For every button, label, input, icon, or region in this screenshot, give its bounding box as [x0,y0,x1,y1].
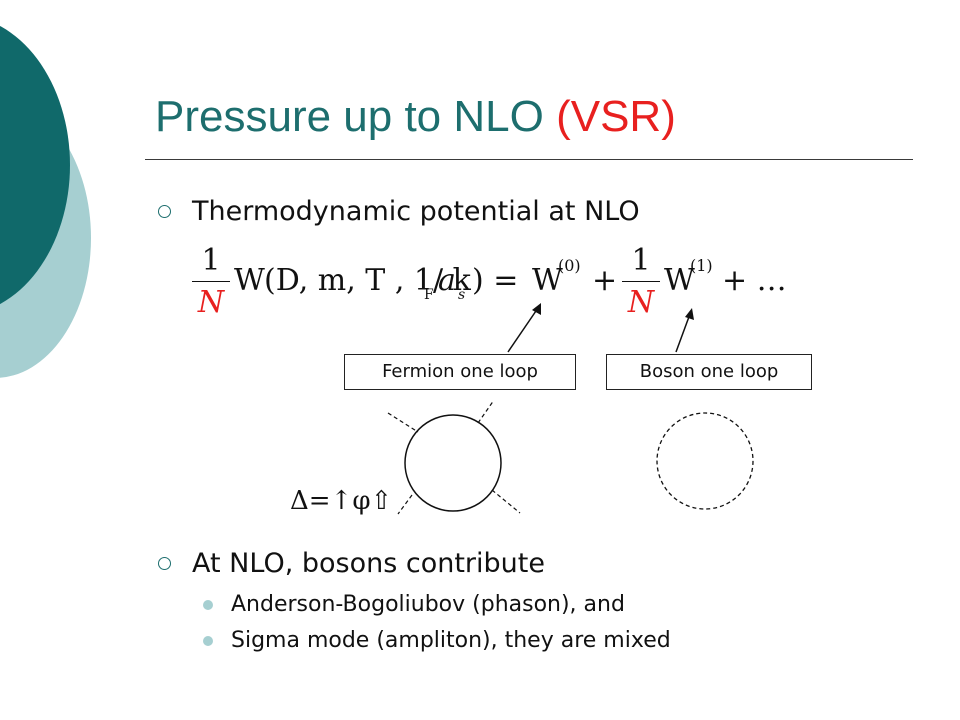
fraction2-numerator: 1 [631,243,651,278]
fermion-leg-top-right [477,399,495,424]
fermion-leg-bottom-right [491,489,521,514]
ring-bullet-icon [158,205,171,218]
order-zero-superscript: (0) [558,256,581,275]
boson-arrowhead [685,308,694,320]
bullet-thermodynamic-potential: Thermodynamic potential at NLO [158,196,640,227]
boson-loop-circle [656,412,754,510]
omega-symbol: W [234,263,265,298]
title-divider [145,159,913,160]
sub-bullet-anderson-bogoliubov: Anderson-Bogoliubov (phason), and [203,592,625,617]
bullet-text: At NLO, bosons contribute [192,548,545,579]
fraction2-denominator: N [627,285,655,320]
omega-zero-symbol: W [532,263,563,298]
scattering-length: a [438,263,456,298]
close-equals: ) = [472,263,519,298]
fermion-arrow [507,307,539,353]
omega-one-symbol: W [664,263,695,298]
boson-arrow [675,313,691,353]
kf-subscript: F [424,287,434,303]
fraction-bar [192,281,230,282]
ring-bullet-icon [158,557,171,570]
sub-bullet-text: Anderson-Bogoliubov (phason), and [231,592,625,617]
fermion-loop-circle [404,414,502,512]
omega-arguments: (D, m, T , 1/ k [264,263,471,298]
dot-bullet-icon [203,599,213,610]
dark-circle-shape [0,25,70,305]
bullet-text: Thermodynamic potential at NLO [192,196,640,227]
sub-bullet-text: Sigma mode (ampliton), they are mixed [231,628,671,653]
plus-sign: + [592,263,618,298]
fraction2-bar [622,281,660,282]
fraction-denominator: N [197,285,225,320]
omega-formula: 1 N W (D, m, T , 1/ k F a s ) = W (0) + … [188,242,798,330]
sub-bullet-sigma-mode: Sigma mode (ampliton), they are mixed [203,628,671,653]
fermion-arrowhead [532,303,541,315]
boson-one-loop-label: Boson one loop [606,354,812,390]
fermion-one-loop-label: Fermion one loop [344,354,576,390]
fermion-leg-bottom-left [397,494,413,515]
fraction-numerator: 1 [201,243,221,278]
order-one-superscript: (1) [690,256,713,275]
bullet-nlo-bosons: At NLO, bosons contribute [158,548,545,579]
dot-bullet-icon [203,635,213,646]
page-title: Pressure up to NLO (VSR) [155,92,676,142]
as-subscript: s [458,287,466,303]
title-main: Pressure up to NLO [155,92,557,141]
title-accent: (VSR) [556,92,676,141]
gap-field-equation: Δ=↑φ⇧ [290,486,393,516]
fermion-leg-top-left [387,412,419,433]
formula-tail: + … [722,263,787,298]
